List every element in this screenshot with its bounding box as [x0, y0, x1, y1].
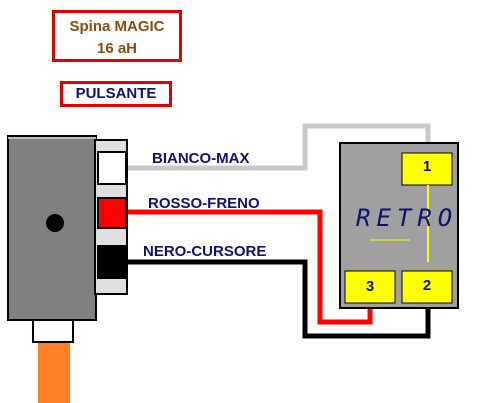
white-wire [128, 123, 431, 171]
pin-number-1: 1 [422, 158, 432, 175]
terminal-red [97, 197, 127, 229]
pin-pad-3 [344, 270, 396, 304]
pin-number-2: 2 [422, 277, 432, 294]
red-wire [128, 209, 373, 325]
terminal-black [97, 245, 127, 279]
wire-label-black: NERO-CURSORE [143, 243, 267, 260]
pin-pad-2 [401, 270, 453, 304]
pin-pad-1 [401, 152, 453, 186]
button-label-box: PULSANTE [60, 81, 172, 107]
title-line2: 16 aH [96, 40, 138, 57]
wire-label-white: BIANCO-MAX [152, 150, 250, 167]
title-line1: Spina MAGIC [69, 18, 165, 35]
cable-strain-relief [32, 317, 74, 343]
pin-number-3: 3 [365, 278, 375, 295]
wire-label-red: ROSSO-FRENO [148, 195, 260, 212]
orange-cable [38, 340, 70, 403]
plug-screw [46, 214, 64, 232]
terminal-white [97, 151, 127, 185]
title-box: Spina MAGIC 16 aH [52, 10, 182, 62]
black-wire [128, 259, 431, 339]
button-label: PULSANTE [75, 85, 157, 102]
module-label: RETRO [356, 204, 459, 232]
